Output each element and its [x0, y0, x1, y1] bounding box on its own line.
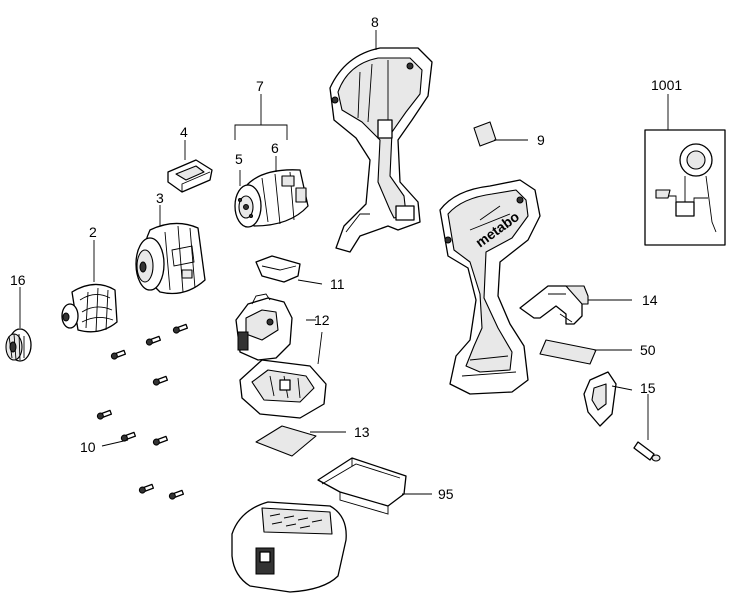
part-50-strip[interactable]	[539, 339, 597, 365]
part-12-switch[interactable]	[235, 293, 293, 361]
leader-7-bracket	[234, 94, 288, 140]
label-16: 16	[10, 272, 26, 288]
part-6-motor[interactable]	[234, 169, 309, 228]
label-4: 4	[180, 124, 188, 140]
leader-10	[101, 439, 129, 447]
label-50: 50	[640, 342, 656, 358]
label-1001: 1001	[651, 77, 682, 93]
label-15: 15	[640, 380, 656, 396]
label-7: 7	[256, 78, 264, 94]
part-15-clip[interactable]	[583, 371, 617, 427]
part-13-pad[interactable]	[255, 425, 317, 457]
battery-pack[interactable]	[231, 501, 347, 593]
part-2-chuck[interactable]	[61, 283, 118, 333]
label-12: 12	[314, 312, 330, 328]
part-12-board[interactable]	[239, 359, 327, 419]
screws-10[interactable]	[96, 323, 189, 500]
part-95-cover[interactable]	[317, 457, 407, 515]
part-9-sticker[interactable]	[473, 121, 497, 147]
label-13: 13	[354, 424, 370, 440]
label-10: 10	[80, 439, 96, 455]
label-5: 5	[235, 151, 243, 167]
label-2: 2	[89, 224, 97, 240]
label-3: 3	[156, 190, 164, 206]
part-11-cover[interactable]	[255, 255, 301, 283]
part-1-housing-right[interactable]	[439, 179, 541, 395]
leader-12	[306, 319, 323, 365]
label-14: 14	[642, 292, 658, 308]
label-8: 8	[371, 14, 379, 30]
leader-11	[297, 279, 323, 285]
label-6: 6	[271, 140, 279, 156]
label-11: 11	[330, 276, 345, 292]
part-16-collar[interactable]	[5, 328, 32, 362]
part-15-screw[interactable]	[633, 441, 661, 462]
part-8-housing-left[interactable]	[329, 47, 433, 253]
part-14-bracket[interactable]	[519, 285, 589, 325]
part-3-gearbox[interactable]	[135, 222, 206, 295]
label-9: 9	[537, 132, 545, 148]
part-4-slider[interactable]	[167, 159, 213, 193]
label-95: 95	[438, 486, 454, 502]
part-1001-label[interactable]	[644, 129, 726, 246]
leader-15	[611, 385, 633, 391]
